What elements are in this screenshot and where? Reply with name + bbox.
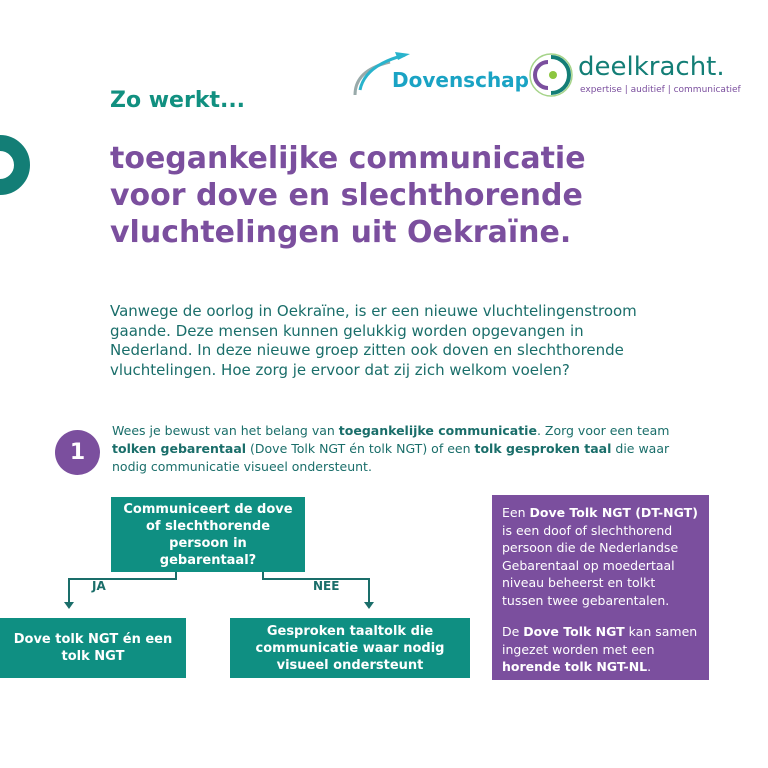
deelkracht-circles-icon [529, 53, 573, 97]
connector [68, 578, 177, 580]
yes-label: JA [92, 579, 106, 593]
kicker: Zo werkt... [110, 88, 246, 113]
connector [262, 578, 370, 580]
no-label: NEE [313, 579, 340, 593]
connector [68, 578, 70, 604]
deelkracht-wordmark: deelkracht. [578, 52, 725, 82]
flow-question-box: Communiceert de dove of slechthorende pe… [111, 497, 305, 572]
info-box: Een Dove Tolk NGT (DT-NGT) is een doof o… [492, 495, 709, 680]
connector [368, 578, 370, 604]
step-text: Wees je bewust van het belang van toegan… [112, 423, 670, 474]
info-paragraph: Een Dove Tolk NGT (DT-NGT) is een doof o… [502, 505, 698, 608]
deelkracht-logo: deelkracht. expertise | auditief | commu… [528, 52, 768, 102]
intro-paragraph: Vanwege de oorlog in Oekraïne, is er een… [110, 302, 637, 379]
decorative-half-circle [0, 135, 30, 195]
no-result-box: Gesproken taaltolk die communicatie waar… [230, 618, 470, 678]
deelkracht-tagline: expertise | auditief | communicatief [580, 85, 741, 95]
plane-swoosh-icon [353, 52, 410, 96]
title-line: vluchtelingen uit Oekraïne. [110, 215, 572, 250]
step-number-badge: 1 [55, 430, 100, 475]
title-line: toegankelijke communicatie [110, 141, 586, 176]
info-paragraph: De Dove Tolk NGT kan samen ingezet worde… [502, 624, 698, 674]
dovenschap-wordmark: Dovenschap [392, 68, 529, 92]
connector [262, 572, 264, 580]
arrow-down-icon [64, 602, 74, 609]
yes-result-box: Dove tolk NGT én een tolk NGT [0, 618, 186, 678]
dovenschap-logo: Dovenschap [350, 50, 529, 100]
connector [175, 572, 177, 580]
page-title: toegankelijke communicatie voor dove en … [110, 140, 670, 251]
title-line: voor dove en slechthorende [110, 178, 583, 213]
arrow-down-icon [364, 602, 374, 609]
